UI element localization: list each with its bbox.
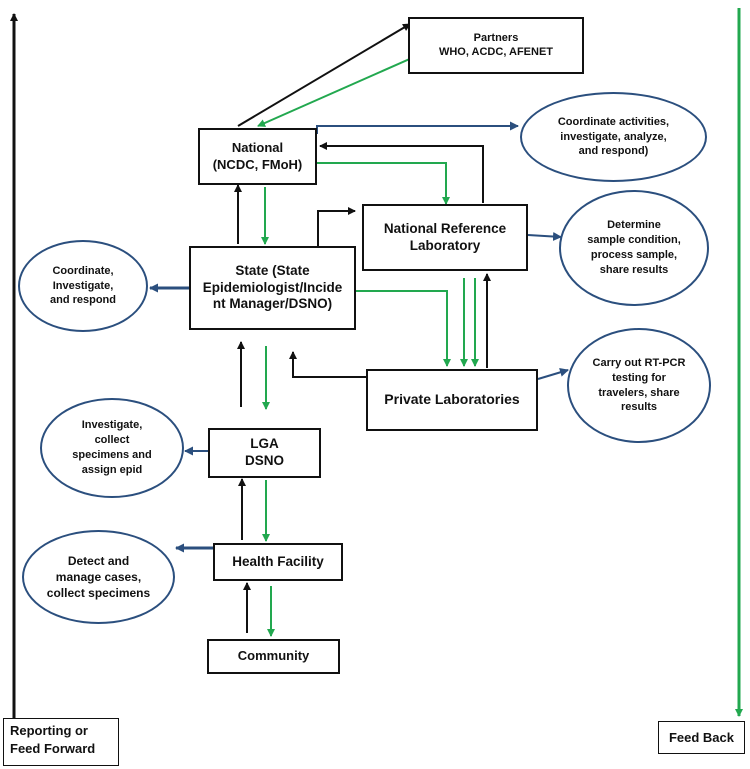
oval-text: and respond) [578, 145, 649, 158]
arrow-state-to-private [355, 290, 451, 367]
private-laboratories-box: Private Laboratories [366, 369, 538, 431]
health-facility-box: Health Facility [213, 543, 343, 581]
arrow-national-to-coordinate-oval [316, 121, 519, 134]
lga-line2: DSNO [244, 453, 284, 468]
oval-text: specimens and [72, 449, 152, 461]
state-line3: nt Manager/DSNO) [212, 296, 333, 312]
partners-list: WHO, ACDC, AFENET [438, 45, 554, 58]
reporting-line1: Reporting or [10, 723, 88, 738]
oval-text: and respond [49, 294, 116, 307]
arrow-national-to-nrl [317, 162, 450, 205]
oval-text: assign epid [81, 463, 143, 476]
oval-text: Coordinate activities, [557, 115, 670, 128]
private-label: Private Laboratories [384, 391, 520, 408]
oval-text: manage cases, [55, 569, 142, 584]
national-box: National (NCDC, FMoH) [198, 128, 317, 185]
rt-pcr-testing-oval: Carry out RT-PCR testing for travelers, … [567, 328, 711, 443]
oval-text: collect specimens [46, 586, 151, 601]
state-line2: Epidemiologist/Incide [202, 279, 343, 295]
determine-sample-oval: Determine sample condition, process samp… [559, 190, 709, 306]
national-reference-lab-box: National Reference Laboratory [362, 204, 528, 271]
oval-text: share results [599, 263, 669, 276]
reporting-feed-forward-label: Reporting or Feed Forward [3, 718, 119, 766]
arrow-nrl-to-determine-oval [527, 232, 562, 242]
detect-manage-oval: Detect and manage cases, collect specime… [22, 530, 175, 624]
lga-box: LGA DSNO [208, 428, 321, 478]
community-box: Community [207, 639, 340, 674]
partners-box: Partners WHO, ACDC, AFENET [408, 17, 584, 74]
feedback-text: Feed Back [668, 729, 735, 745]
national-title: National [231, 140, 284, 156]
reporting-line2: Feed Forward [10, 740, 96, 756]
oval-text: Carry out RT-PCR [592, 356, 686, 369]
oval-text: collect [94, 434, 130, 447]
nrl-line1: National Reference [383, 220, 507, 236]
oval-text: Investigate, [81, 419, 143, 432]
national-orgs: (NCDC, FMoH) [212, 156, 303, 172]
feed-back-label: Feed Back [658, 721, 745, 754]
arrow-private-to-rtpcr-oval [537, 367, 569, 380]
oval-text: Determine [607, 219, 661, 232]
investigate-collect-oval: Investigate, collect specimens and assig… [40, 398, 184, 498]
coordinate-investigate-oval: Coordinate, Investigate, and respond [18, 240, 148, 332]
state-line1: State (State [235, 262, 310, 278]
arrow-partners-to-national [257, 49, 431, 127]
oval-text: testing for [612, 371, 666, 384]
arrow-state-to-nrl [317, 207, 356, 250]
oval-text: sample condition, [587, 234, 681, 247]
state-box: State (State Epidemiologist/Incide nt Ma… [189, 246, 356, 330]
oval-text: Coordinate, [52, 264, 114, 277]
coordinate-activities-oval: Coordinate activities, investigate, anal… [520, 92, 707, 182]
arrow-national-to-partners [237, 23, 411, 127]
oval-text: travelers, share [598, 386, 680, 399]
oval-text: Detect and [67, 553, 130, 568]
lga-line1: LGA [250, 436, 279, 452]
oval-text: Investigate, [52, 279, 114, 292]
oval-text: results [620, 401, 658, 414]
nrl-line2: Laboratory [409, 237, 481, 253]
community-label: Community [237, 648, 310, 664]
partners-title: Partners [473, 31, 519, 44]
oval-text: process sample, [590, 249, 678, 261]
health-label: Health Facility [232, 553, 324, 569]
arrow-nrl-to-national [319, 142, 484, 203]
oval-text: investigate, analyze, [560, 130, 667, 143]
arrow-private-to-state [289, 351, 367, 378]
